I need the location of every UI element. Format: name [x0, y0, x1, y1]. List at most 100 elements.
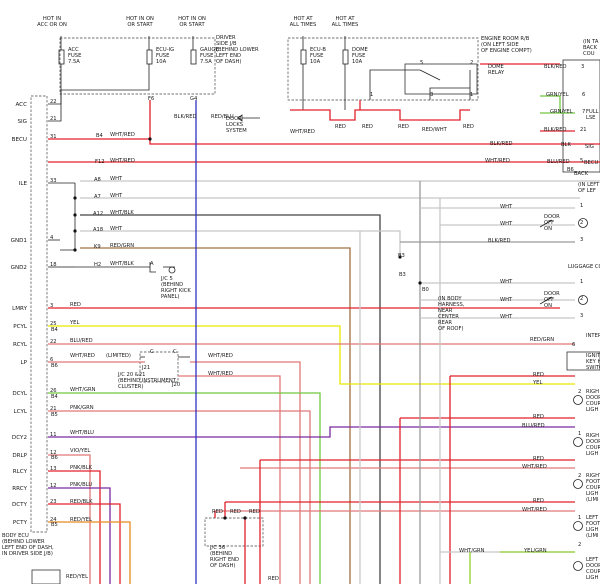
block-label-in_body-line-5: OF ROOF)	[438, 326, 464, 332]
wire-label-1: RED/BLU	[211, 114, 234, 120]
block-label-body_ecu-line-3: IN DRIVER SIDE J/B)	[2, 551, 53, 557]
right-ecu-box	[562, 59, 600, 173]
wire-label-37: BLK/RED	[544, 127, 566, 133]
connector-code-7: A18	[93, 227, 103, 233]
left-pin-label-rrcy: RRCY	[12, 486, 27, 492]
left-pin-label-drlp: DRLP	[12, 453, 27, 459]
wire-label-44: WHT	[500, 297, 513, 303]
block-label-engine_rb-line-0: ENGINE ROOM R/B	[481, 36, 530, 42]
top-label-hot_at_2-line-0: HOT AT	[335, 16, 355, 22]
right-component-8-line-4: (LIMI	[586, 497, 599, 503]
block-label-jc5-line-3: PANEL)	[161, 294, 179, 300]
left-pin-number-pcyl: 25	[50, 321, 57, 327]
wire-label-0: BLK/RED	[174, 114, 196, 120]
right-component-8-line-3: LIGH	[586, 491, 598, 497]
fuse-label-gauge-line-1: FUSE	[200, 53, 213, 59]
fuse-label-ecu_ig-line-0: ECU-IG	[156, 47, 174, 53]
top-label-hot_at_2-line-1: ALL TIMES	[332, 22, 359, 28]
right-pin-8: 1	[580, 279, 583, 285]
supply-lines	[48, 36, 471, 358]
right-component-10-line-1: DOOR	[586, 563, 600, 569]
block-label-jc5-line-1: (BEHIND	[161, 282, 183, 288]
right-component-symbols	[539, 218, 600, 571]
wire-label-5: WHT	[110, 193, 123, 199]
right-component-5-line-0: IGNITI	[586, 353, 600, 359]
right-component-8-line-0: RIGHT	[586, 473, 600, 479]
connector-code-19: B3	[399, 272, 406, 278]
right-pin-10: 3	[580, 313, 583, 319]
wire-label-20: VIO/YEL	[70, 448, 90, 454]
left-pin-label-rcyl: RCYL	[13, 342, 28, 348]
connector-code-13: B5	[51, 412, 58, 418]
fuse-label-ecu_b-line-0: ECU-B	[310, 47, 326, 53]
relay-pin-0: 5	[420, 60, 423, 66]
block-label-body_ecu-line-1: (BEHIND LOWER	[2, 539, 45, 545]
right-pin-14: 2	[578, 473, 581, 479]
block-label-jc36-line-1: (BEHIND	[210, 551, 232, 557]
block-label-driver_jb-line-3: LEFT END	[216, 53, 241, 59]
fuse-label-acc-line-1: FUSE	[68, 53, 81, 59]
right-component-6-line-2: COUR	[586, 401, 600, 407]
block-label-jc5-line-0: J/C 5	[160, 276, 173, 282]
left-pin-label-dcty: DCTY	[12, 502, 28, 508]
left-pin-number-rlcy: 13	[50, 466, 57, 472]
junction-dots	[73, 137, 422, 520]
fuse-label-acc-line-2: 7.5A	[68, 59, 80, 65]
wire-label-6: WHT/BLK	[110, 210, 134, 216]
wire-label-41: WHT	[500, 221, 513, 227]
left-pin-label-becu: BECU	[12, 137, 27, 143]
block-label-jc36-line-2: RIGHT END	[210, 557, 239, 563]
block-label-jc20-line-2: CLUSTER)	[118, 384, 143, 390]
wire-label-10: RED	[70, 302, 81, 308]
block-label-body_ecu-line-2: LEFT END OF DASH,	[2, 545, 54, 551]
left-pin-number-acc: 22	[50, 99, 57, 105]
fuse-label-dome_relay-line-0: DOME	[488, 64, 504, 70]
connector-code-12: B4	[51, 394, 59, 400]
wire-label-23: RED/BLK	[70, 499, 93, 505]
jc20-box	[139, 351, 179, 383]
left-pin-label-gnd2: GND2	[11, 265, 27, 271]
colored-wires	[48, 63, 600, 584]
right-component-7-line-1: DOOR	[586, 439, 600, 445]
block-label-in_body-line-4: REAR	[438, 320, 452, 326]
connector-code-0: F6	[148, 96, 154, 102]
left-pin-number-sig: 21	[50, 116, 57, 122]
right-component-3-line-0: DOOR	[544, 214, 560, 220]
right-pin-3: 21	[580, 127, 587, 133]
wire-label-30: RED/WHT	[422, 127, 448, 133]
wire-label-9: WHT/BLK	[110, 261, 134, 267]
right-component-5-line-1: KEY H	[586, 359, 600, 365]
fuse-label-dome_fuse-line-1: FUSE	[352, 53, 365, 59]
connector-code-5: A7	[94, 194, 101, 200]
right-pin-4: 5	[580, 158, 583, 164]
right-component-10-line-2: COUR	[586, 569, 600, 575]
block-label-jc5-line-2: RIGHT KICK	[161, 288, 191, 294]
left-pin-number-drlp: 12	[50, 450, 57, 456]
fuse-label-acc-line-0: ACC	[68, 47, 79, 53]
right-pin-12: 2	[578, 389, 581, 395]
connector-code-3: F12	[95, 159, 105, 165]
right-component-4-line-0: DOOR	[544, 291, 560, 297]
left-pin-label-pcty: PCTY	[13, 520, 28, 526]
jc36-box	[204, 517, 264, 547]
fuse-label-gauge-line-2: 7.5A	[200, 59, 212, 65]
right-pin-15: 1	[578, 515, 581, 521]
wire-label-57: RED	[212, 509, 223, 515]
left-pin-label-rlcy: RLCY	[13, 469, 28, 475]
wire-label-38: BLK	[561, 142, 571, 148]
right-component-3-line-1: OFF	[544, 220, 554, 226]
fuse-label-ecu_ig-line-1: FUSE	[156, 53, 169, 59]
block-label-engine_rb-line-1: (ON LEFT SIDE	[481, 42, 519, 48]
right-component-7-line-0: RIGH	[586, 433, 599, 439]
left-pin-number-lp: 6	[50, 357, 53, 363]
left-pin-label-sig: SIG	[17, 119, 27, 125]
left-pin-number-ile: 33	[50, 178, 57, 184]
left-pin-number-dcy2: 11	[50, 432, 57, 438]
top-label-hot_at_1-line-0: HOT AT	[293, 16, 313, 22]
right-component-6-line-0: RIGH	[586, 389, 599, 395]
wire-label-33: WHT/RED	[485, 158, 510, 164]
block-label-driver_jb-line-1: SIDE J/B	[216, 41, 237, 47]
block-label-back_label-line-0: BACK	[574, 171, 589, 177]
right-pin-13: 1	[578, 431, 581, 437]
